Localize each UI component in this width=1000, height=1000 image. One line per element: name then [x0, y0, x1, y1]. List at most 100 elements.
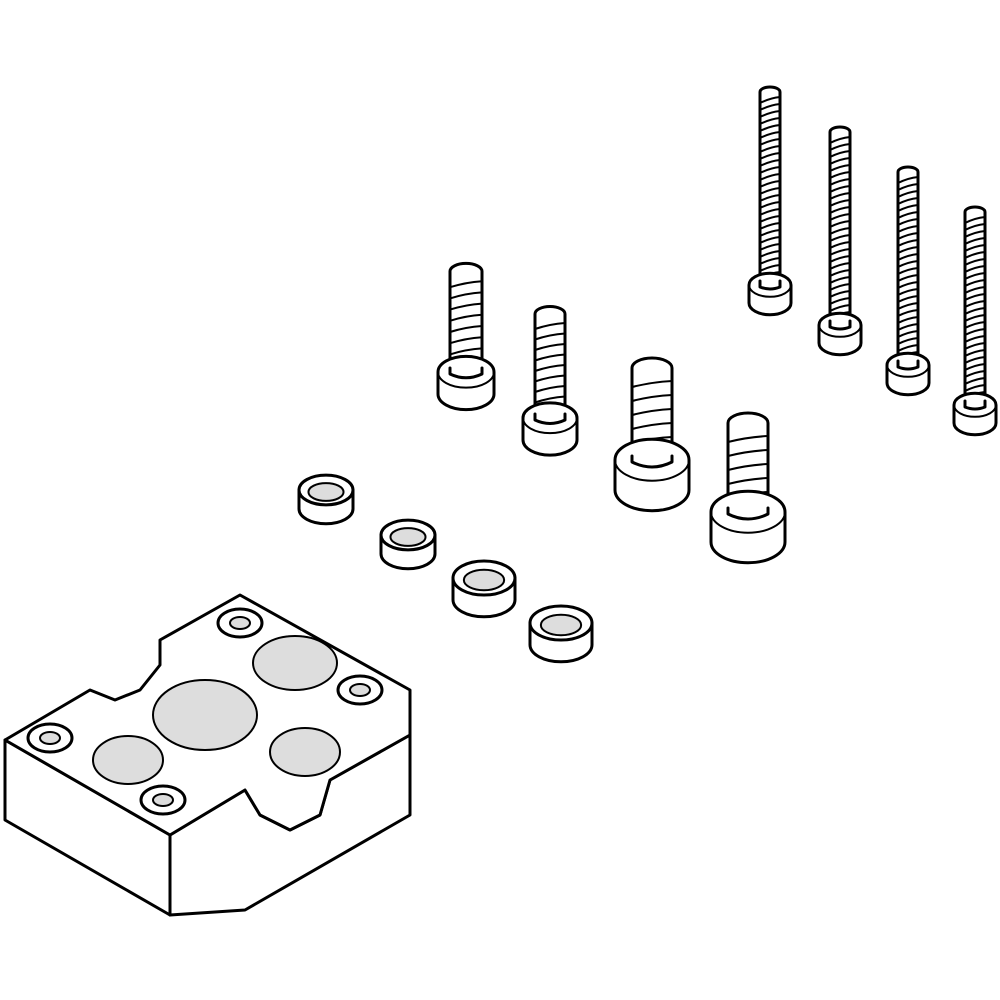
thread-line	[829, 192, 851, 200]
thread-line	[964, 230, 986, 238]
thread-line	[964, 335, 986, 343]
thread-line	[897, 239, 919, 247]
thread-line	[759, 264, 781, 272]
thread-line	[759, 131, 781, 139]
screw-thread-base	[963, 399, 987, 411]
screw-thread-base	[726, 506, 770, 521]
thread-line	[829, 283, 851, 291]
thread-line	[897, 218, 919, 226]
long-screw-3	[885, 165, 931, 397]
thread-line	[759, 152, 781, 160]
thread-line	[829, 290, 851, 298]
bore-large-4	[269, 727, 341, 777]
head-top-edge	[522, 417, 578, 435]
thread-line	[964, 265, 986, 273]
thread-line	[964, 307, 986, 315]
thread-line	[897, 302, 919, 310]
centering-sleeves	[297, 473, 594, 664]
screw-thread-base	[448, 366, 484, 380]
head-top-edge	[748, 284, 792, 298]
thread-line	[829, 136, 851, 144]
head-top-edge	[886, 364, 930, 378]
thread-line	[964, 377, 986, 385]
thread-line	[759, 159, 781, 167]
thread-line	[759, 250, 781, 258]
thread-line	[897, 225, 919, 233]
bore-large-1	[152, 679, 258, 751]
thread-line	[534, 343, 566, 351]
thread-line	[897, 295, 919, 303]
short-screws	[436, 261, 787, 565]
long-screw-4	[952, 205, 998, 437]
thread-line	[631, 408, 673, 416]
thread-line	[829, 248, 851, 256]
thread-line	[829, 269, 851, 277]
thread-line	[534, 385, 566, 393]
thread-line	[897, 323, 919, 331]
thread-line	[964, 237, 986, 245]
thread-line	[829, 255, 851, 263]
thread-line	[964, 342, 986, 350]
screw-thread-base	[758, 279, 782, 291]
thread-line	[964, 258, 986, 266]
thread-line	[759, 110, 781, 118]
thread-line	[759, 201, 781, 209]
thread-line	[631, 394, 673, 402]
sleeve-bore	[307, 482, 345, 502]
thread-line	[964, 223, 986, 231]
adapter-plate	[3, 593, 412, 917]
bore-large-2	[252, 635, 338, 691]
thread-line	[897, 211, 919, 219]
thread-line	[534, 353, 566, 362]
thread-line	[449, 336, 483, 345]
head-top-edge	[614, 459, 690, 482]
thread-line	[897, 246, 919, 254]
thread-line	[897, 337, 919, 345]
thread-line	[897, 316, 919, 324]
screw-hole-4-inner	[349, 683, 371, 697]
long-screw-2	[817, 125, 863, 357]
short-screw-1	[436, 261, 496, 412]
thread-line	[449, 325, 483, 333]
thread-line	[897, 281, 919, 289]
thread-line	[897, 288, 919, 296]
short-screw-2	[521, 305, 579, 457]
thread-line	[897, 232, 919, 240]
long-screws	[747, 85, 998, 437]
sleeve-3	[451, 559, 517, 619]
thread-line	[727, 435, 769, 443]
thread-line	[759, 222, 781, 230]
screw-thread	[726, 411, 770, 514]
thread-line	[534, 322, 566, 330]
head-top-edge	[710, 511, 786, 534]
thread-line	[829, 276, 851, 284]
thread-line	[964, 251, 986, 259]
thread-line	[964, 349, 986, 357]
sleeve-bore	[539, 613, 583, 637]
thread-line	[829, 164, 851, 172]
thread-line	[449, 280, 483, 289]
thread-line	[759, 103, 781, 111]
thread-line	[829, 213, 851, 221]
screw-hole-2-inner	[152, 793, 174, 807]
thread-line	[727, 477, 769, 485]
thread-line	[897, 267, 919, 275]
thread-line	[964, 384, 986, 392]
sleeve-bore	[462, 568, 506, 592]
bore-large-3	[92, 735, 164, 785]
thread-line	[759, 166, 781, 174]
short-screw-4	[709, 411, 787, 565]
thread-line	[759, 117, 781, 125]
thread-line	[759, 194, 781, 202]
thread-line	[829, 241, 851, 249]
thread-line	[964, 370, 986, 378]
thread-line	[829, 157, 851, 165]
thread-line	[964, 286, 986, 294]
thread-line	[829, 171, 851, 179]
thread-line	[829, 220, 851, 228]
thread-line	[759, 236, 781, 244]
thread-line	[449, 313, 483, 322]
thread-line	[631, 422, 673, 430]
thread-line	[534, 332, 566, 341]
thread-line	[829, 178, 851, 186]
